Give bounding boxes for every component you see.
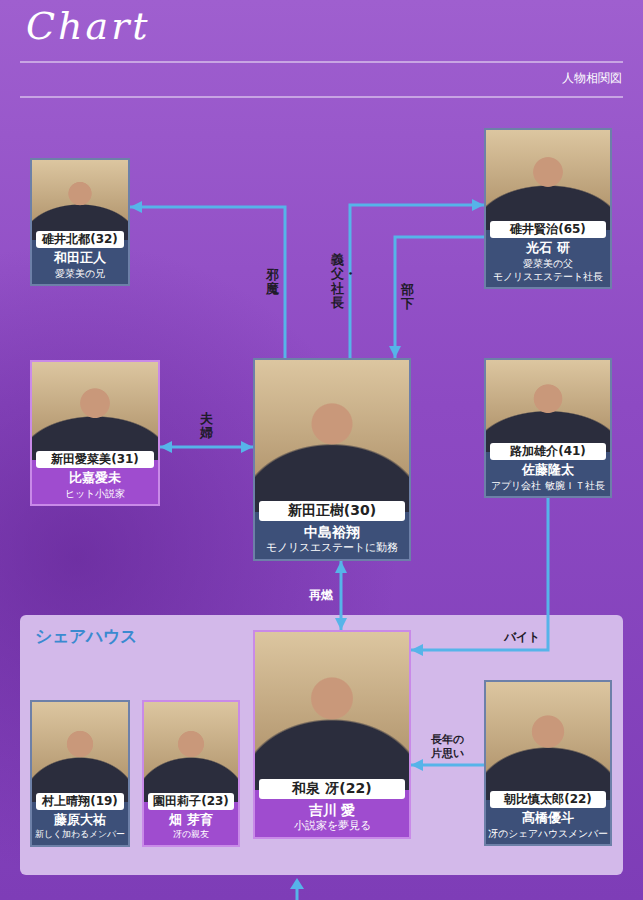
actor-name: 佐藤隆太 [488,462,608,479]
role-name: 新田愛菜美(31) [36,451,154,468]
name-band: 和泉 冴(22)吉川 愛小説家を夢見る [255,790,409,837]
portrait-placeholder [486,682,610,800]
role-name: 新田正樹(30) [259,501,405,521]
role-name: 碓井賢治(65) [490,221,606,238]
role-name: 路加雄介(41) [490,443,606,460]
name-band: 碓井北都(32)和田正人愛菜美の兄 [32,240,128,284]
role-description: アプリ会社 敏腕ＩＴ社長 [488,479,608,492]
character-card: 朝比慎太郎(22) 髙橋優斗冴のシェアハウスメンバー [484,680,612,846]
portrait-placeholder [32,160,128,240]
character-card: 碓井賢治(65) 光石 研愛菜美の父 モノリスエステート社長 [484,128,612,289]
role-name: 和泉 冴(22) [259,779,405,799]
relation-arrow [340,561,343,630]
portrait-placeholder [32,702,128,802]
relation-label: 邪魔 [266,268,279,297]
role-name: 碓井北都(32) [36,231,124,248]
portrait-placeholder [255,632,409,790]
character-card: 路加雄介(41) 佐藤隆太アプリ会社 敏腕ＩＴ社長 [484,358,612,498]
relation-arrow [160,446,253,449]
region-panel [20,615,623,875]
character-card: 村上晴翔(19) 藤原大祐新しく加わるメンバー [30,700,130,847]
relation-label: バイト [504,630,540,645]
name-band: 新田愛菜美(31)比嘉愛未ヒット小説家 [32,460,158,504]
portrait-placeholder [144,702,238,802]
role-name: 朝比慎太郎(22) [490,791,606,808]
actor-name: 光石 研 [488,240,608,257]
role-description: 小説家を夢見る [257,819,407,833]
name-band: 村上晴翔(19)藤原大祐新しく加わるメンバー [32,802,128,845]
role-description: 冴の親友 [146,829,236,841]
character-card: 新田愛菜美(31) 比嘉愛未ヒット小説家 [30,360,160,506]
role-description: 愛菜美の父 モノリスエステート社長 [488,257,608,283]
actor-name: 吉川 愛 [257,801,407,819]
actor-name: 畑 芽育 [146,812,236,829]
name-band: 碓井賢治(65)光石 研愛菜美の父 モノリスエステート社長 [486,230,610,287]
role-description: 新しく加わるメンバー [34,829,126,841]
relation-label: 義父・社長 [331,253,344,310]
portrait-placeholder [486,130,610,230]
header-rule [20,62,623,63]
portrait-placeholder [32,362,158,460]
relation-label: 長年の片思い [430,733,465,761]
relation-arrow [130,207,285,358]
header-rule [20,97,623,98]
offpage-arrowhead [290,878,304,889]
relation-label: 再燃 [309,588,333,603]
role-description: モノリスエステートに勤務 [257,541,407,555]
role-name: 園田莉子(23) [148,793,234,810]
actor-name: 和田正人 [34,250,126,267]
portrait-placeholder [255,360,409,512]
actor-name: 藤原大祐 [34,812,126,829]
role-description: 冴のシェアハウスメンバー [488,827,608,840]
name-band: 園田莉子(23)畑 芽育冴の親友 [144,802,238,845]
group-region: 村上晴翔(19) 藤原大祐新しく加わるメンバー 園田莉子(23) 畑 芽育冴の親友 和泉… [20,615,623,875]
relation-label: 部下 [401,283,414,312]
relation-arrow [395,237,484,358]
actor-name: 中島裕翔 [257,523,407,541]
role-name: 村上晴翔(19) [36,793,124,810]
portrait-placeholder [486,360,610,452]
offpage-connector [296,888,299,900]
character-card: 和泉 冴(22) 吉川 愛小説家を夢見る [253,630,411,839]
group-heading: シェアハウス [35,625,137,648]
header-subtitle: 人物相関図 [562,70,622,87]
character-card: 碓井北都(32) 和田正人愛菜美の兄 [30,158,130,286]
actor-name: 比嘉愛未 [34,470,156,487]
actor-name: 髙橋優斗 [488,810,608,827]
relation-label: 夫婦 [200,412,213,441]
role-description: 愛菜美の兄 [34,267,126,280]
name-band: 路加雄介(41)佐藤隆太アプリ会社 敏腕ＩＴ社長 [486,452,610,496]
relation-arrow [411,764,484,767]
character-card: 新田正樹(30) 中島裕翔モノリスエステートに勤務 [253,358,411,561]
name-band: 朝比慎太郎(22)髙橋優斗冴のシェアハウスメンバー [486,800,610,844]
character-card: 園田莉子(23) 畑 芽育冴の親友 [142,700,240,847]
relation-arrow [411,498,548,650]
relation-arrow [350,205,484,358]
chart-title: Chart [26,4,151,48]
name-band: 新田正樹(30)中島裕翔モノリスエステートに勤務 [255,512,409,559]
role-description: ヒット小説家 [34,487,156,500]
